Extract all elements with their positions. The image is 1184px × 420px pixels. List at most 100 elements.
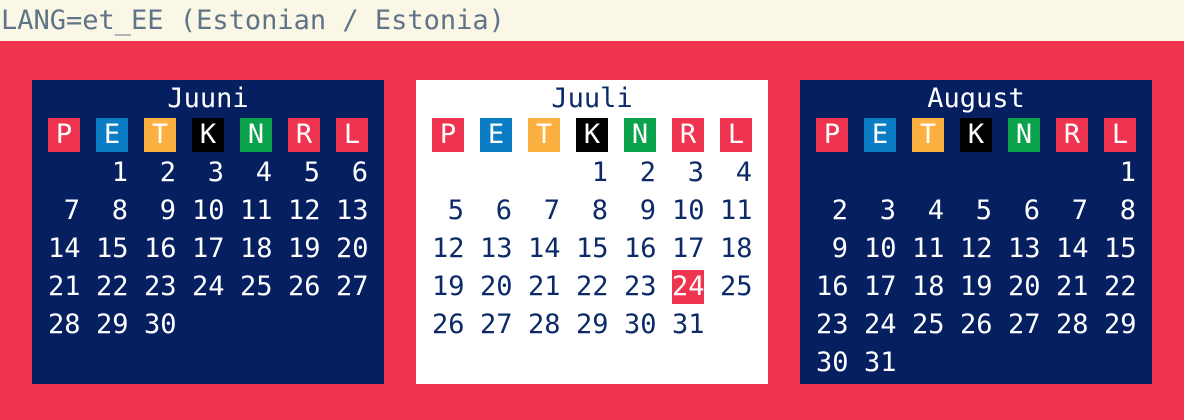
date-cell[interactable]: 2 (639, 157, 656, 188)
date-cell[interactable]: 4 (255, 157, 272, 188)
date-cell[interactable]: 8 (591, 195, 608, 226)
date-cell[interactable]: 21 (1056, 271, 1089, 302)
date-cell[interactable]: 14 (1056, 233, 1089, 264)
date-cell[interactable]: 5 (447, 195, 464, 226)
date-cell[interactable]: 29 (96, 309, 129, 340)
date-cell[interactable]: 3 (879, 195, 896, 226)
date-cell[interactable]: 7 (1071, 195, 1088, 226)
date-cell[interactable]: 28 (528, 309, 561, 340)
date-cell[interactable]: 11 (240, 195, 273, 226)
date-cell[interactable]: 16 (144, 233, 177, 264)
date-cell[interactable]: 10 (864, 233, 897, 264)
date-cell[interactable]: 17 (192, 233, 225, 264)
date-cell[interactable]: 28 (1056, 309, 1089, 340)
date-cell[interactable]: 20 (336, 233, 369, 264)
date-cell[interactable]: 30 (624, 309, 657, 340)
date-cell[interactable]: 11 (912, 233, 945, 264)
date-cell[interactable]: 9 (159, 195, 176, 226)
date-cell[interactable]: 19 (432, 271, 465, 302)
date-cell[interactable]: 25 (240, 271, 273, 302)
weekday-header: P (48, 118, 80, 152)
date-cell[interactable]: 2 (159, 157, 176, 188)
date-cell[interactable]: 20 (1008, 271, 1041, 302)
date-cell[interactable]: 2 (831, 195, 848, 226)
date-cell[interactable]: 28 (48, 309, 81, 340)
date-cell[interactable]: 13 (480, 233, 513, 264)
date-cell[interactable]: 22 (96, 271, 129, 302)
date-cell[interactable]: 25 (720, 271, 753, 302)
date-cell[interactable]: 22 (1104, 271, 1137, 302)
weekday-header: T (528, 118, 560, 152)
date-cell[interactable]: 8 (111, 195, 128, 226)
date-cell[interactable]: 31 (672, 309, 705, 340)
date-cell[interactable]: 22 (576, 271, 609, 302)
weekday-header: R (1056, 118, 1088, 152)
date-cell[interactable]: 5 (303, 157, 320, 188)
date-cell[interactable]: 26 (288, 271, 321, 302)
date-cell[interactable]: 14 (528, 233, 561, 264)
date-cell[interactable]: 29 (1104, 309, 1137, 340)
date-cell[interactable]: 12 (432, 233, 465, 264)
date-cell-today[interactable]: 24 (672, 270, 705, 304)
date-cell[interactable]: 18 (240, 233, 273, 264)
weekday-header: T (912, 118, 944, 152)
date-cell[interactable]: 12 (288, 195, 321, 226)
date-cell[interactable]: 10 (672, 195, 705, 226)
date-cell[interactable]: 3 (687, 157, 704, 188)
date-cell[interactable]: 21 (48, 271, 81, 302)
date-cell[interactable]: 17 (672, 233, 705, 264)
date-cell[interactable]: 9 (639, 195, 656, 226)
date-cell[interactable]: 18 (720, 233, 753, 264)
date-cell[interactable]: 6 (495, 195, 512, 226)
date-cell[interactable]: 3 (207, 157, 224, 188)
date-cell[interactable]: 8 (1119, 195, 1136, 226)
date-cell[interactable]: 6 (1023, 195, 1040, 226)
date-cell[interactable]: 24 (192, 271, 225, 302)
date-cell[interactable]: 29 (576, 309, 609, 340)
date-cell[interactable]: 19 (960, 271, 993, 302)
date-cell[interactable]: 26 (432, 309, 465, 340)
date-cell[interactable]: 1 (591, 157, 608, 188)
date-cell[interactable]: 27 (1008, 309, 1041, 340)
weekday-header: N (240, 118, 272, 152)
date-cell[interactable]: 27 (480, 309, 513, 340)
date-cell[interactable]: 15 (1104, 233, 1137, 264)
date-cell[interactable]: 4 (735, 157, 752, 188)
date-cell[interactable]: 13 (1008, 233, 1041, 264)
date-cell[interactable]: 9 (831, 233, 848, 264)
date-cell[interactable]: 19 (288, 233, 321, 264)
date-cell[interactable]: 27 (336, 271, 369, 302)
date-cell[interactable]: 23 (144, 271, 177, 302)
date-cell[interactable]: 15 (576, 233, 609, 264)
date-cell[interactable]: 11 (720, 195, 753, 226)
date-cell[interactable]: 7 (63, 195, 80, 226)
date-cell[interactable]: 20 (480, 271, 513, 302)
date-cell[interactable]: 7 (543, 195, 560, 226)
date-cell[interactable]: 13 (336, 195, 369, 226)
date-cell[interactable]: 1 (1119, 157, 1136, 188)
date-cell[interactable]: 23 (624, 271, 657, 302)
date-cell[interactable]: 6 (351, 157, 368, 188)
date-cell[interactable]: 16 (816, 271, 849, 302)
weekday-header: L (336, 118, 368, 152)
date-cell[interactable]: 15 (96, 233, 129, 264)
date-cell[interactable]: 24 (864, 309, 897, 340)
date-cell[interactable]: 4 (927, 195, 944, 226)
date-cell[interactable]: 14 (48, 233, 81, 264)
date-cell[interactable]: 25 (912, 309, 945, 340)
date-cell[interactable]: 5 (975, 195, 992, 226)
date-cell[interactable]: 12 (960, 233, 993, 264)
date-cell[interactable]: 1 (111, 157, 128, 188)
date-cell[interactable]: 18 (912, 271, 945, 302)
date-cell[interactable]: 17 (864, 271, 897, 302)
date-cell[interactable]: 31 (864, 347, 897, 378)
date-cell[interactable]: 10 (192, 195, 225, 226)
date-cell[interactable]: 23 (816, 309, 849, 340)
date-cell[interactable]: 21 (528, 271, 561, 302)
date-cell[interactable]: 26 (960, 309, 993, 340)
date-cell[interactable]: 16 (624, 233, 657, 264)
date-cell[interactable]: 30 (144, 309, 177, 340)
date-cell[interactable]: 30 (816, 347, 849, 378)
